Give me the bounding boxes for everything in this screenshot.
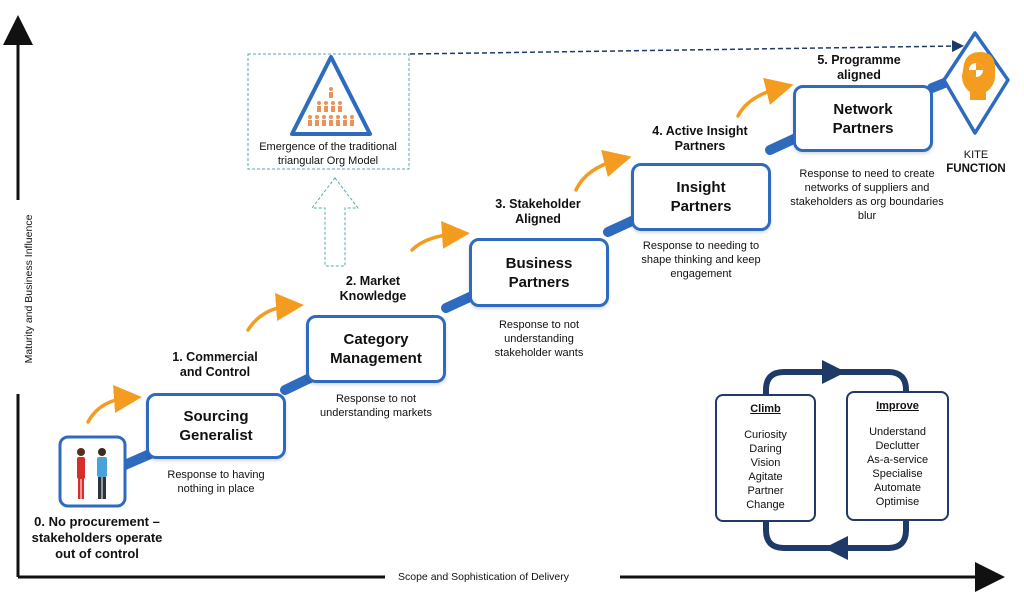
- progress-arrows: [86, 77, 794, 424]
- x-axis-label: Scope and Sophistication of Delivery: [398, 571, 570, 583]
- progress-arrow-5: [736, 77, 794, 118]
- climb-item: Vision: [750, 457, 781, 469]
- progress-arrow-3: [410, 220, 470, 252]
- progress-arrow-4: [574, 149, 632, 192]
- people-icon-frame: [58, 435, 127, 508]
- triangle-org-icon: [290, 55, 372, 136]
- stage-4-step: 4. Active Insight Partners: [652, 124, 748, 153]
- climb-item: Curiosity: [744, 429, 787, 441]
- improve-title: Improve: [876, 400, 919, 412]
- stage-0-step: 0. No procurement – stakeholders operate…: [31, 514, 163, 561]
- stage-1-box: Sourcing Generalist: [146, 393, 286, 459]
- progress-arrow-1: [86, 385, 142, 424]
- improve-item: Specialise: [872, 468, 923, 480]
- y-axis-label: Maturity and Business Influence: [23, 214, 35, 364]
- improve-item: Optimise: [875, 496, 920, 508]
- hollow-up-arrow: [310, 177, 360, 267]
- stage-4-box: Insight Partners: [631, 163, 771, 231]
- stage-2-step: 2. Market Knowledge: [339, 274, 407, 303]
- improve-item: Automate: [873, 482, 922, 494]
- stage-1-step: 1. Commercial and Control: [172, 350, 258, 379]
- cycle-arrowhead-top: [822, 360, 846, 384]
- climb-item: Agitate: [748, 471, 783, 483]
- stage-3-box: Business Partners: [469, 238, 609, 307]
- org-model-frame: [247, 53, 410, 170]
- stage-2-box: Category Management: [306, 315, 446, 383]
- improve-item: Understand: [869, 426, 926, 438]
- org-model-caption: Emergence of the traditional triangular …: [259, 141, 397, 167]
- climb-item: Partner: [747, 485, 784, 497]
- climb-title: Climb: [750, 403, 781, 415]
- kite-icon: [942, 31, 1010, 135]
- stage-3-response: Response to not understanding stakeholde…: [494, 319, 584, 359]
- org-to-kite-dashed-arrow: [409, 40, 964, 55]
- stage-2-response: Response to not understanding markets: [320, 393, 432, 419]
- stakeholders-icon: [77, 448, 107, 499]
- stage-3-step: 3. Stakeholder Aligned: [495, 197, 581, 226]
- climb-item: Change: [746, 499, 785, 511]
- climb-box: Climb Curiosity Daring Vision Agitate Pa…: [715, 394, 816, 522]
- climb-item: Daring: [749, 443, 782, 455]
- kite-label: FUNCTION: [946, 163, 1006, 175]
- cycle-arrowhead-bottom: [824, 536, 848, 560]
- stage-5-step: 5. Programme aligned: [817, 53, 901, 82]
- stage-1-response: Response to having nothing in place: [167, 469, 265, 495]
- improve-item: Declutter: [875, 440, 920, 452]
- stage-4-response: Response to needing to shape thinking an…: [641, 240, 761, 280]
- kite-prefix: KITE: [963, 149, 989, 161]
- stage-5-box: Network Partners: [793, 85, 933, 152]
- stage-5-response: Response to need to create networks of s…: [790, 168, 944, 222]
- progress-arrow-2: [246, 293, 304, 332]
- improve-item: As-a-service: [866, 454, 929, 466]
- improve-box: Improve Understand Declutter As-a-servic…: [846, 391, 949, 521]
